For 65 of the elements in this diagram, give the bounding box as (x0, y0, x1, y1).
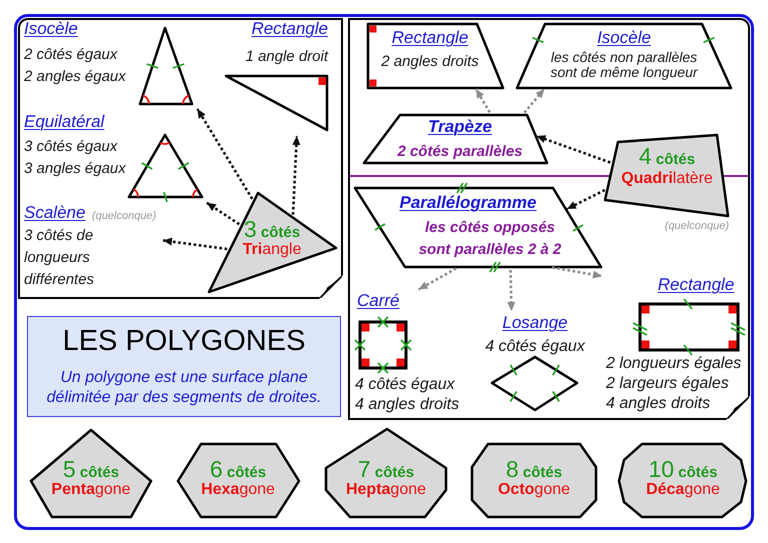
card-panel (348, 18, 750, 420)
description: 2 longueurs égales 2 largeurs égales 4 angles droits (606, 354, 742, 414)
decagon-shape (616, 441, 749, 520)
dotted-arrow (206, 202, 240, 226)
description: 2 angles droits (381, 52, 479, 72)
description: les côtés opposés sont parallèles 2 à 2 (418, 218, 562, 260)
dotted-arrow (474, 88, 491, 114)
triangle-shape (207, 190, 339, 295)
side-count-label: 6 côtés (210, 457, 266, 483)
side-count-label: 3 côtés (244, 217, 300, 242)
pentagon-shape (28, 427, 154, 520)
heading: Losange (502, 313, 568, 333)
dotted-arrow (196, 108, 254, 200)
polygon-name: Décagone (646, 480, 720, 500)
hexagon-shape (175, 441, 302, 520)
dotted-arrow (536, 134, 611, 164)
heading: Equilatéral (24, 112, 104, 132)
dotted-arrow (552, 266, 602, 279)
heading: Scalène (24, 203, 86, 223)
side-count-label: 10 côtés (648, 457, 718, 482)
description: 4 côtés égaux 4 angles droits (355, 375, 460, 415)
parallelogram-shape (353, 182, 603, 273)
heading: Isocèle (597, 28, 651, 48)
side-count-label: 4 côtés (638, 144, 696, 171)
description: Un polygone est une surface plane délimitée par des segments de droites. (46, 368, 322, 408)
side-count-label: 5 côtés (62, 457, 120, 483)
description: 4 côtés égaux (485, 337, 585, 357)
dotted-arrow (507, 270, 516, 312)
description: 3 côtés égaux 3 angles égaux (24, 137, 126, 179)
heading: Rectangle (392, 28, 468, 48)
dotted-arrow (292, 136, 300, 215)
title-text: LES POLYGONES (62, 324, 306, 359)
heading: Parallélogramme (399, 193, 536, 213)
heading: Isocèle (24, 19, 78, 39)
polygon-name: Triangle (242, 240, 302, 260)
trapezoid-shape (366, 22, 506, 90)
description: les côtés non parallèles sont de même longueur (550, 50, 698, 80)
description: 3 côtés de longueurs différentes (24, 226, 94, 290)
heading: Carré (357, 291, 400, 311)
note-text: (quelconque) (664, 219, 729, 233)
note-text: (quelconque) (92, 209, 156, 223)
heading: Rectangle (251, 19, 328, 39)
polygon-name: Heptagone (346, 480, 426, 500)
heading: Rectangle (658, 275, 734, 295)
heptagon-shape (323, 426, 449, 520)
description: 1 angle droit (245, 47, 328, 67)
title-card (27, 316, 341, 417)
dotted-arrow (523, 88, 546, 114)
dotted-arrow (418, 267, 457, 291)
side-count-label: 8 côtés (506, 457, 562, 482)
dotted-arrow (162, 238, 228, 250)
description: 2 côtés égaux 2 angles égaux (24, 45, 126, 87)
trapezoid-shape (362, 113, 549, 165)
polygon-name: Octogone (498, 480, 570, 500)
trapezoid-shape (515, 22, 733, 90)
polygon-name: Pentagone (51, 480, 131, 500)
quadrilateral-shape (604, 133, 731, 219)
octagon-shape (469, 441, 599, 520)
polygon-name: Hexagone (201, 480, 275, 500)
dotted-arrow (566, 188, 606, 210)
polygon-name: Quadrilatère (621, 169, 713, 189)
side-count-label: 7 côtés (358, 457, 414, 483)
description: 2 côtés parallèles (397, 142, 523, 162)
card-panel (18, 18, 343, 299)
heading: Trapèze (428, 117, 492, 137)
